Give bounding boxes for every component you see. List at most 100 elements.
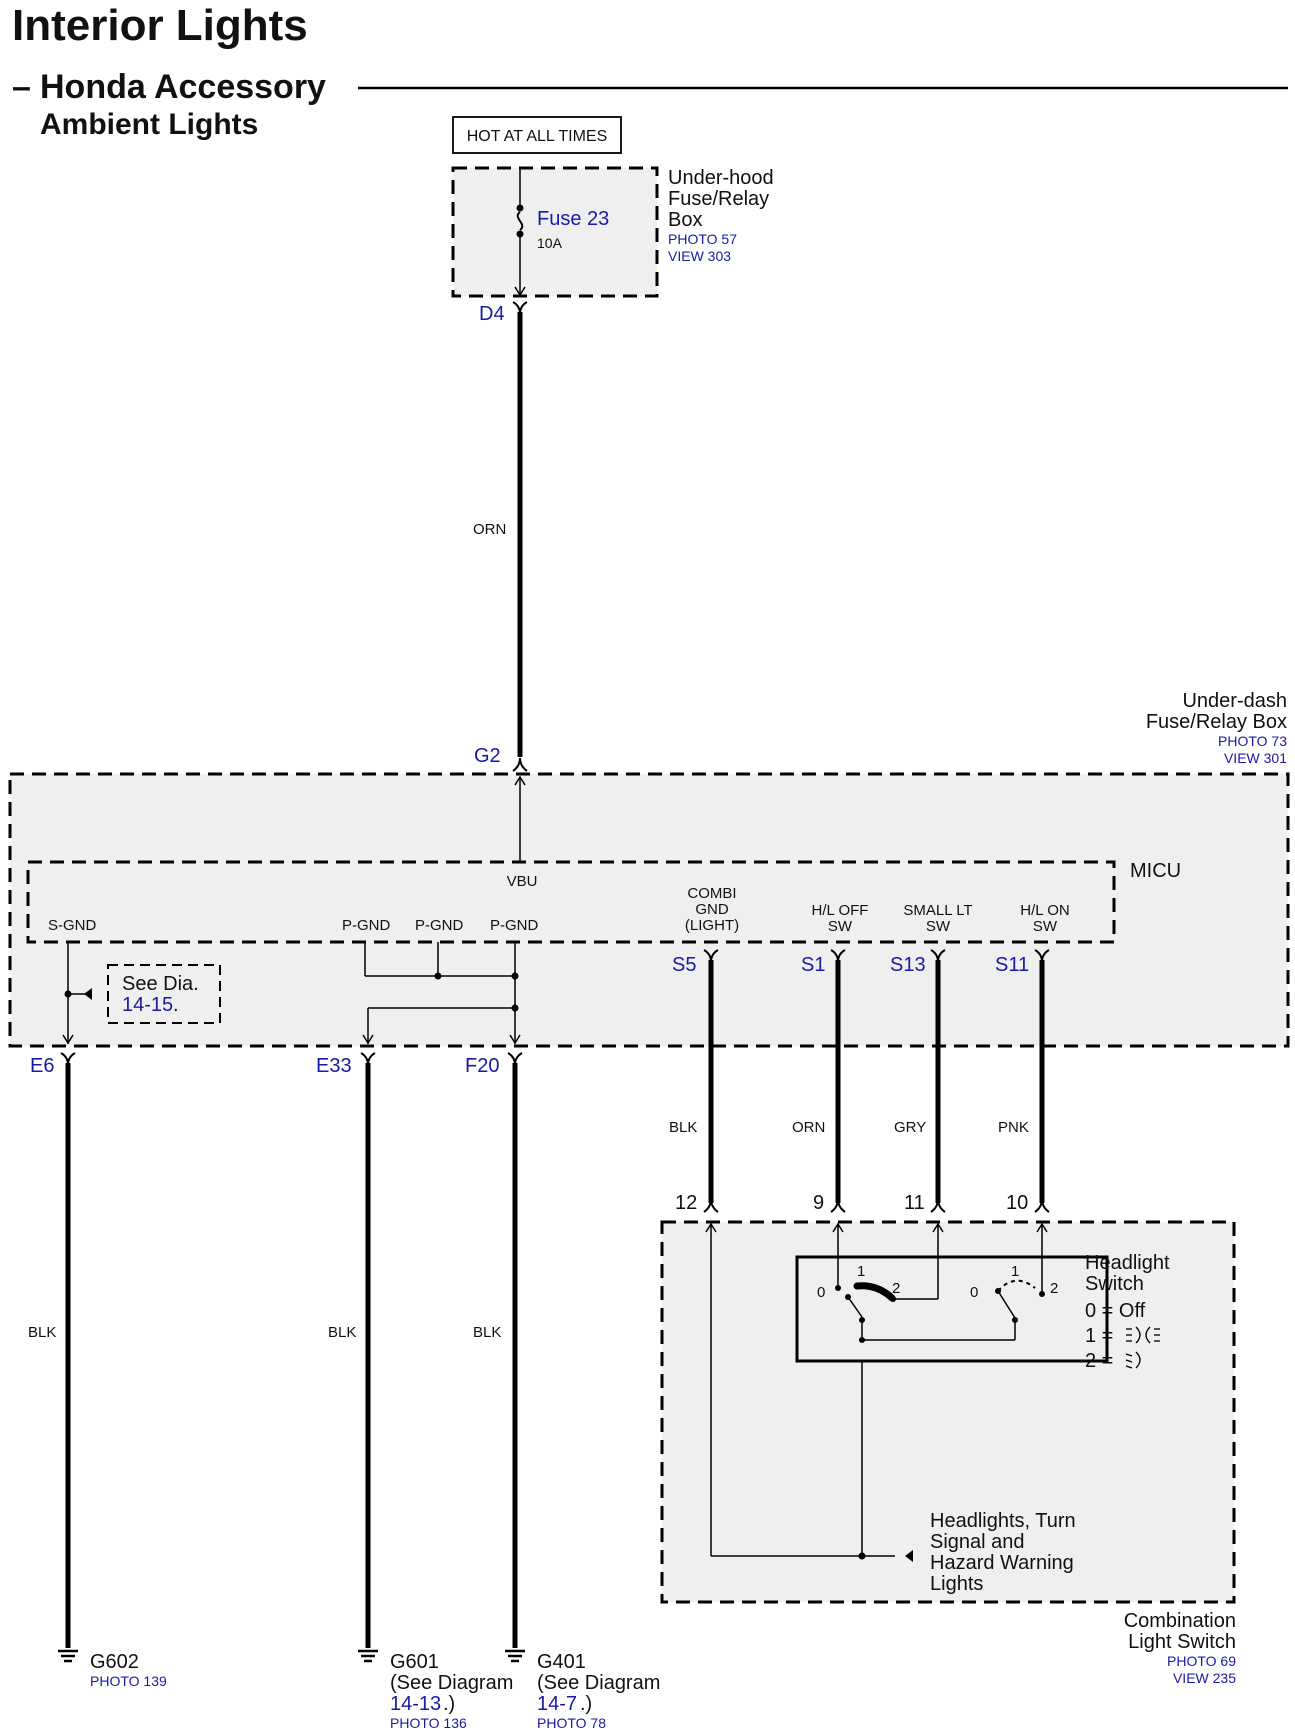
see-dia-period: .: [173, 994, 179, 1016]
headlight-switch-box: [795, 1255, 1109, 1363]
connector-fork-icon: [1034, 1198, 1050, 1213]
arrow-icon: [509, 1034, 521, 1045]
wire-color-s1: ORN: [792, 1119, 825, 1136]
fuse-icon: [516, 211, 524, 231]
arrow-icon: [705, 1222, 717, 1233]
ground-g401-photo: PHOTO 78: [537, 1715, 606, 1731]
arrow-icon: [832, 1222, 844, 1233]
headlight-switch-legend-1: 1 =: [1085, 1325, 1113, 1347]
ground-g601-name: G601: [390, 1651, 439, 1673]
fuse-rating: 10A: [537, 235, 563, 251]
switch-b-pos-2: 2: [1050, 1280, 1058, 1297]
micu-terminal-vbu: VBU: [507, 873, 538, 890]
micu-terminal-pgnd-2: P-GND: [415, 917, 464, 934]
arrow-icon: [62, 1034, 74, 1045]
micu-terminal-smalllt-2: SW: [926, 918, 951, 935]
arrow-icon: [932, 1222, 944, 1233]
underdash-box-name-2: Fuse/Relay Box: [1146, 711, 1287, 733]
micu-label: MICU: [1130, 860, 1181, 882]
switch-a-pos-2: 2: [892, 1280, 900, 1297]
connector-e33: E33: [316, 1055, 352, 1077]
headlights-note-1: Headlights, Turn: [930, 1510, 1076, 1532]
wire-color-e6: BLK: [28, 1324, 56, 1341]
combination-switch-name-1: Combination: [1124, 1610, 1236, 1632]
switch-contact-bar-dashed: [997, 1279, 1036, 1292]
low-beam-icon: [1125, 1351, 1141, 1369]
headlight-switch-legend-2: 2 =: [1085, 1350, 1113, 1372]
switch-wiper: [997, 1290, 1016, 1319]
connector-d4: D4: [479, 303, 505, 325]
arrow-icon: [514, 286, 526, 297]
connector-s1: S1: [801, 954, 825, 976]
connector-s5: S5: [672, 954, 696, 976]
ground-g401-see: (See Diagram: [537, 1672, 660, 1694]
headlight-switch-name-2: Switch: [1085, 1273, 1144, 1295]
micu-terminal-sgnd: S-GND: [48, 917, 97, 934]
micu-terminal-combi-3: (LIGHT): [685, 917, 739, 934]
combo-pin-9: 9: [813, 1192, 824, 1214]
hot-at-all-times-box: [452, 116, 622, 154]
page-title: Interior Lights: [12, 1, 308, 50]
see-dia-link[interactable]: 14-15: [122, 994, 173, 1016]
headlight-switch-name-1: Headlight: [1085, 1252, 1170, 1274]
pgnd-junction: [434, 972, 442, 980]
connector-f20: F20: [465, 1055, 499, 1077]
combo-pin-11: 11: [904, 1192, 925, 1214]
ground-g601-see: (See Diagram: [390, 1672, 513, 1694]
micu-terminal-smalllt-1: SMALL LT: [903, 902, 972, 919]
headlights-note-2: Signal and: [930, 1531, 1025, 1553]
ground-g601-link[interactable]: 14-13: [390, 1693, 441, 1715]
connector-fork-icon: [830, 1198, 846, 1213]
ground-g401-name: G401: [537, 1651, 586, 1673]
connector-fork-icon: [512, 757, 528, 772]
return-junction: [858, 1552, 866, 1560]
micu-terminal-hlon-2: SW: [1033, 918, 1058, 935]
switch-a-pos-1: 1: [857, 1263, 865, 1280]
underdash-box-view: VIEW 301: [1224, 750, 1287, 766]
underhood-box-name-2: Fuse/Relay: [668, 188, 769, 210]
pgnd-junction: [511, 1004, 519, 1012]
wire-color-s13: GRY: [894, 1119, 926, 1136]
arrow-icon: [362, 1034, 374, 1045]
underhood-fuse-box: [451, 166, 659, 298]
see-dia-text: See Dia.: [122, 973, 199, 995]
ground-g602-photo: PHOTO 139: [90, 1673, 167, 1689]
underhood-box-view: VIEW 303: [668, 248, 731, 264]
fuse-23-label: Fuse 23: [537, 208, 609, 230]
wire-color-e33: BLK: [328, 1324, 356, 1341]
combination-switch-photo: PHOTO 69: [1167, 1653, 1236, 1669]
arrow-icon: [905, 1550, 913, 1562]
arrow-icon: [1036, 1222, 1048, 1233]
ground-g401-suffix: .): [580, 1693, 592, 1715]
wire-color-f20: BLK: [473, 1324, 501, 1341]
combo-pin-10: 10: [1006, 1192, 1028, 1214]
high-beam-icon: [1126, 1326, 1160, 1344]
combination-switch-view: VIEW 235: [1173, 1670, 1236, 1686]
connector-s13: S13: [890, 954, 926, 976]
micu-terminal-pgnd-3: P-GND: [490, 917, 539, 934]
wire-color-orn-main: ORN: [473, 521, 506, 538]
micu-terminal-combi-2: GND: [695, 901, 729, 918]
headlights-note-4: Lights: [930, 1573, 983, 1595]
connector-g2: G2: [474, 745, 501, 767]
switch-b-pos-0: 0: [970, 1284, 978, 1301]
micu-terminal-hloff-2: SW: [828, 918, 853, 935]
ground-symbol-icon: [358, 1649, 378, 1663]
ground-symbol-icon: [505, 1649, 525, 1663]
micu-box: [26, 860, 1116, 944]
switch-wiper: [847, 1296, 863, 1318]
underdash-box-name-1: Under-dash: [1182, 690, 1287, 712]
subtitle-dash: –: [12, 68, 31, 106]
underdash-box-photo: PHOTO 73: [1218, 733, 1287, 749]
ground-g401-link[interactable]: 14-7: [537, 1693, 577, 1715]
arrow-icon: [84, 988, 92, 1000]
ground-g601-photo: PHOTO 136: [390, 1715, 467, 1731]
ground-g601-suffix: .): [443, 1693, 455, 1715]
underhood-box-photo: PHOTO 57: [668, 231, 737, 247]
switch-a-pos-0: 0: [817, 1284, 825, 1301]
underhood-box-name-3: Box: [668, 209, 702, 231]
combo-pin-12: 12: [675, 1192, 697, 1214]
connector-s11: S11: [995, 954, 1029, 976]
headlights-note-3: Hazard Warning: [930, 1552, 1074, 1574]
